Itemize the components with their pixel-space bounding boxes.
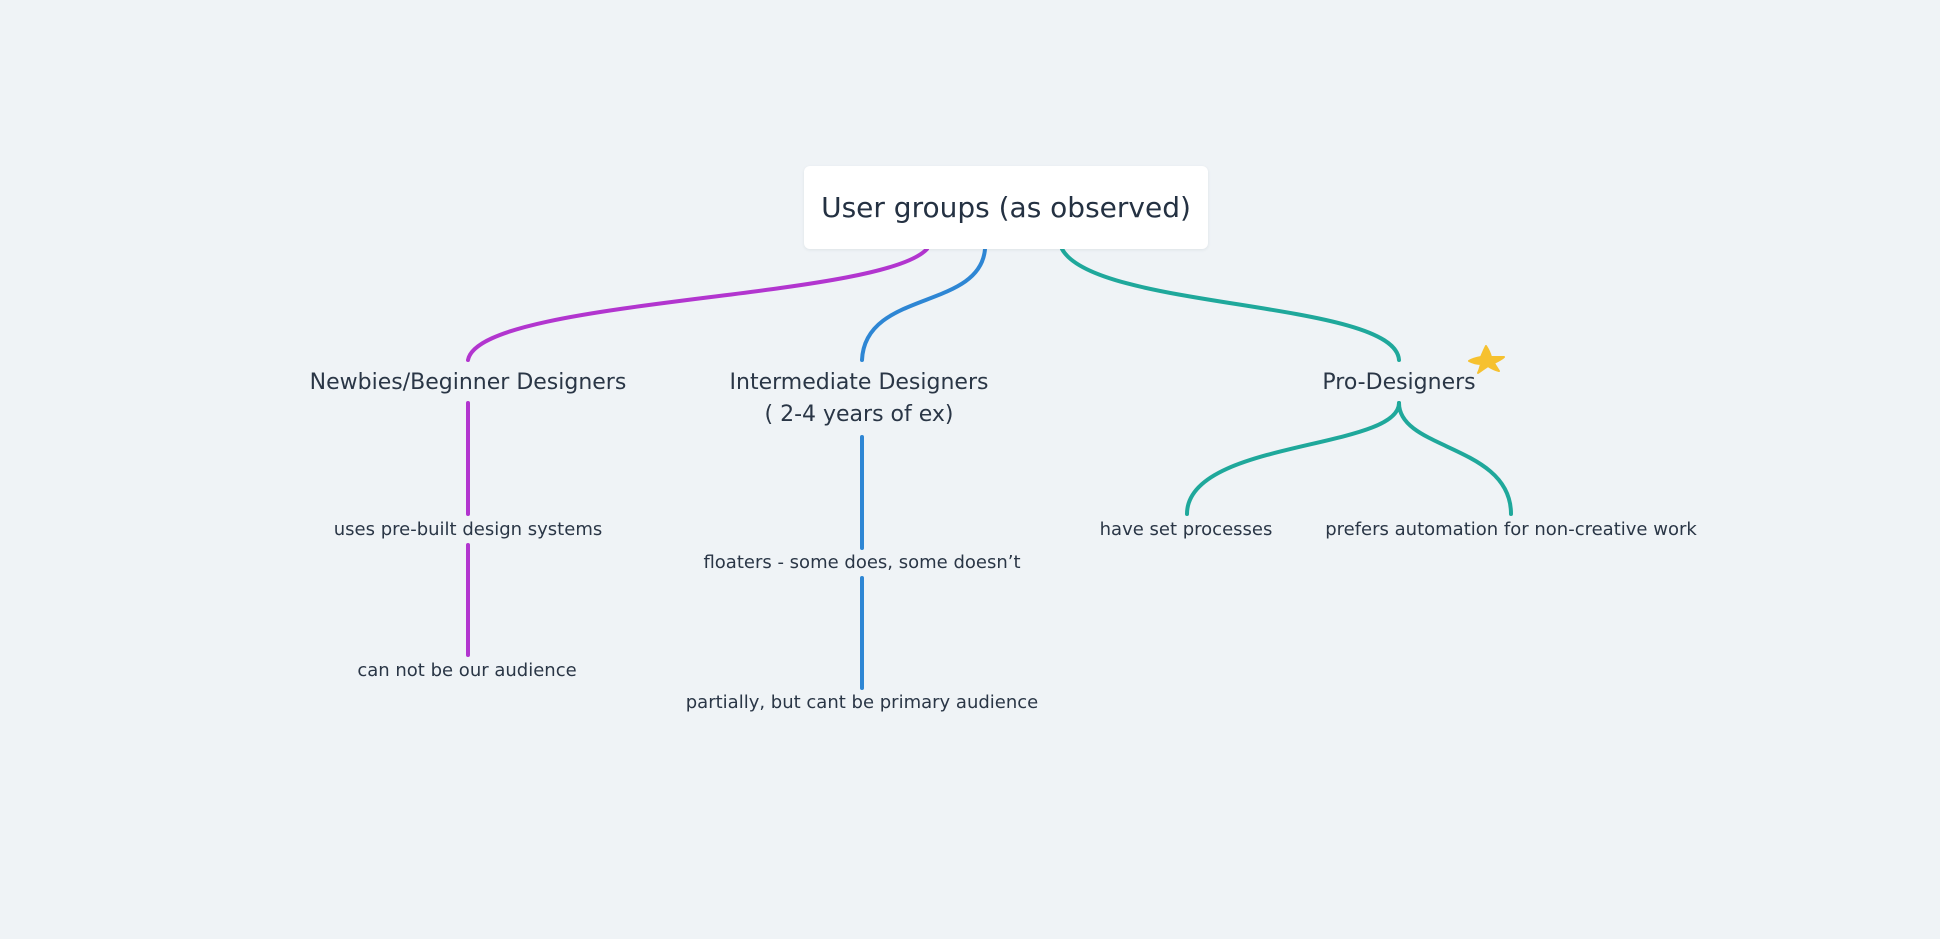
star-icon (1468, 345, 1505, 374)
connector-pro-leaf-2 (1397, 401, 1513, 516)
leaf-intermediate-1-label: floaters - some does, some doesn’t (703, 552, 1021, 573)
leaf-intermediate-2[interactable]: partially, but cant be primary audience (686, 691, 1038, 715)
branch-intermediate-label: Intermediate Designers (729, 370, 989, 395)
leaf-newbies-2[interactable]: can not be our audience (357, 659, 576, 683)
leaf-intermediate-1[interactable]: floaters - some does, some doesn’t (703, 551, 1020, 575)
root-node[interactable]: User groups (as observed) (804, 166, 1208, 249)
branch-newbies-node[interactable]: Newbies/Beginner Designers (310, 367, 627, 399)
leaf-pro-2-label: prefers automation for non-creative work (1325, 519, 1697, 540)
leaf-intermediate-2-label: partially, but cant be primary audience (685, 692, 1039, 713)
connector-root-intermediate (860, 247, 987, 362)
branch-intermediate-node[interactable]: Intermediate Designers ( 2-4 years of ex… (730, 367, 989, 431)
branch-newbies-label: Newbies/Beginner Designers (309, 370, 627, 395)
branch-intermediate-sublabel: ( 2-4 years of ex) (764, 402, 954, 427)
leaf-pro-1-label: have set processes (1099, 519, 1273, 540)
connector-root-newbies (466, 247, 929, 362)
leaf-newbies-1-label: uses pre-built design systems (333, 519, 603, 540)
root-node-label: User groups (as observed) (821, 191, 1191, 224)
connector-root-pro (1060, 247, 1401, 362)
leaf-newbies-1[interactable]: uses pre-built design systems (334, 518, 602, 542)
leaf-pro-2[interactable]: prefers automation for non-creative work (1325, 518, 1697, 542)
leaf-pro-1[interactable]: have set processes (1100, 518, 1273, 542)
connector-pro-leaf-1 (1185, 401, 1401, 516)
branch-pro-label: Pro-Designers (1322, 370, 1476, 395)
leaf-newbies-2-label: can not be our audience (357, 660, 577, 681)
branch-pro-node[interactable]: Pro-Designers (1322, 367, 1475, 399)
